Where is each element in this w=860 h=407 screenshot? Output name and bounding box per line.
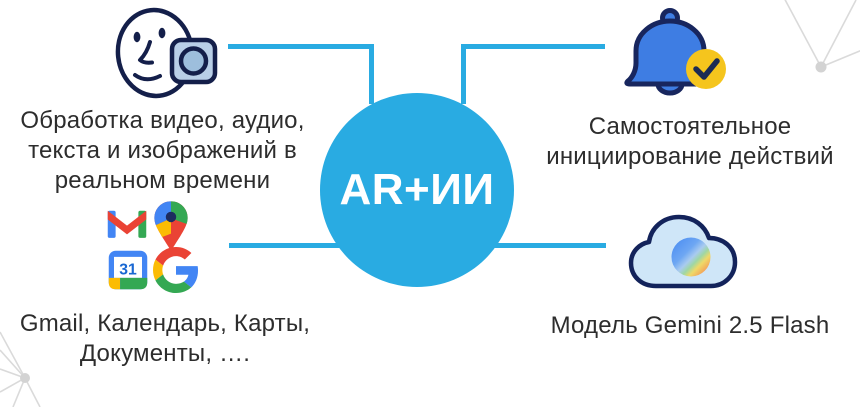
face-scan-camera-icon: [115, 7, 218, 99]
bell-check-icon: [624, 8, 726, 96]
check-icon: [693, 58, 720, 80]
google-maps-icon: [154, 201, 188, 251]
gmail-icon: [107, 210, 147, 238]
central-node: AR+ИИ: [320, 93, 514, 287]
check-badge: [686, 49, 726, 89]
camera-lens: [178, 46, 209, 76]
face-right-eye: [158, 27, 166, 39]
gemini-cloud-icon: [628, 214, 738, 289]
caption-gemini-model: Модель Gemini 2.5 Flash: [550, 312, 830, 339]
connector-bottom-left-horizontal: [229, 243, 345, 248]
face-smile: [133, 73, 162, 82]
caption-realtime-processing: Обработка видео, аудио, текста и изображ…: [20, 107, 305, 194]
caption-google-services: Gmail, Календарь, Карты, Документы, ….: [19, 310, 311, 367]
google-apps-icons: 31: [102, 196, 212, 300]
connector-bottom-right-horizontal: [492, 243, 606, 248]
calendar-day-number: 31: [119, 261, 137, 278]
network-decoration-top-right: [784, 0, 860, 73]
google-calendar-icon: 31: [108, 250, 148, 290]
connector-top-right-vertical: [461, 44, 466, 104]
network-decoration-bottom-left: [0, 331, 41, 407]
central-node-label: AR+ИИ: [339, 165, 495, 214]
face-nose: [138, 40, 154, 65]
face-left-eye: [133, 31, 141, 43]
connector-top-right-horizontal: [461, 44, 605, 49]
connector-top-left-vertical: [369, 44, 374, 104]
gemini-sphere: [671, 237, 711, 277]
caption-self-initiated-actions: Самостоятельное инициирование действий: [546, 113, 834, 170]
google-g-icon: [153, 247, 199, 293]
connector-top-left-horizontal: [228, 44, 374, 49]
